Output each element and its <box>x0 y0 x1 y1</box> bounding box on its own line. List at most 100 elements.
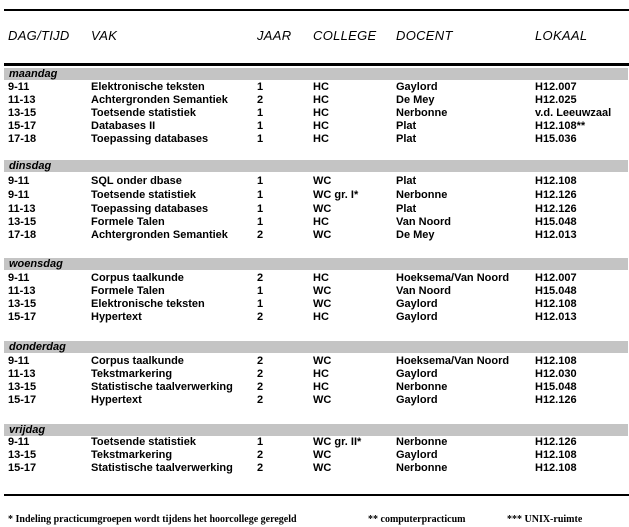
cell-course: Toepassing databases <box>91 203 209 215</box>
cell-year: 2 <box>257 311 264 323</box>
cell-course: Statistische taalverwerking <box>91 462 233 474</box>
cell-time: 9-11 <box>8 81 30 93</box>
cell-year: 1 <box>257 175 264 187</box>
cell-time: 11-13 <box>8 285 36 297</box>
cell-lecturer: Nerbonne <box>396 381 448 393</box>
cell-room: H12.108 <box>535 355 577 367</box>
cell-year: 1 <box>257 203 264 215</box>
cell-course: Tekstmarkering <box>91 449 173 461</box>
cell-time: 17-18 <box>8 133 37 145</box>
cell-time: 13-15 <box>8 449 37 461</box>
cell-room: H12.007 <box>535 81 577 93</box>
cell-course: Formele Talen <box>91 216 165 228</box>
day-label: dinsdag <box>9 160 52 172</box>
cell-college: WC <box>313 449 332 461</box>
day-label: donderdag <box>9 341 66 353</box>
cell-year: 1 <box>257 216 264 228</box>
cell-time: 15-17 <box>8 394 37 406</box>
cell-room: H12.126 <box>535 203 577 215</box>
cell-lecturer: Plat <box>396 175 417 187</box>
cell-room: H12.108** <box>535 120 586 132</box>
header-vak: VAK <box>91 28 118 43</box>
table-row: 13-15 Formele Talen 1 HC Van Noord H15.0… <box>0 216 629 229</box>
cell-college: WC gr. II* <box>313 436 362 448</box>
cell-year: 2 <box>257 94 264 106</box>
cell-lecturer: De Mey <box>396 94 435 106</box>
table-row: 15-17 Statistische taalverwerking 2 WC N… <box>0 462 629 475</box>
cell-college: WC <box>313 394 332 406</box>
day-label: maandag <box>9 68 58 80</box>
table-row: 17-18 Toepassing databases 1 HC Plat H15… <box>0 133 629 146</box>
cell-year: 1 <box>257 285 264 297</box>
cell-room: H12.025 <box>535 94 577 106</box>
cell-room: H12.013 <box>535 311 577 323</box>
cell-college: HC <box>313 216 329 228</box>
cell-college: HC <box>313 94 329 106</box>
table-row: 13-15 Statistische taalverwerking 2 HC N… <box>0 381 629 394</box>
cell-college: WC <box>313 285 332 297</box>
table-row: 13-15 Elektronische teksten 1 WC Gaylord… <box>0 298 629 311</box>
cell-course: Hypertext <box>91 311 142 323</box>
cell-course: Tekstmarkering <box>91 368 173 380</box>
table-row: 13-15 Toetsende statistiek 1 HC Nerbonne… <box>0 107 629 120</box>
cell-room: H12.108 <box>535 298 577 310</box>
header-docent: DOCENT <box>396 28 453 43</box>
cell-room: H12.007 <box>535 272 577 284</box>
cell-college: HC <box>313 107 329 119</box>
cell-course: Achtergronden Semantiek <box>91 94 228 106</box>
cell-room: H12.108 <box>535 175 577 187</box>
cell-course: Corpus taalkunde <box>91 355 184 367</box>
cell-course: Achtergronden Semantiek <box>91 229 228 241</box>
table-row: 17-18 Achtergronden Semantiek 2 WC De Me… <box>0 229 629 242</box>
cell-room: H15.048 <box>535 381 577 393</box>
cell-year: 1 <box>257 436 264 448</box>
cell-room: H12.126 <box>535 436 577 448</box>
cell-time: 9-11 <box>8 436 30 448</box>
cell-lecturer: Nerbonne <box>396 107 448 119</box>
cell-lecturer: Van Noord <box>396 285 452 297</box>
table-row: 9-11 Toetsende statistiek 1 WC gr. II* N… <box>0 436 629 449</box>
cell-college: WC <box>313 355 332 367</box>
cell-room: H12.126 <box>535 189 577 201</box>
table-row: 9-11 Toetsende statistiek 1 WC gr. I* Ne… <box>0 189 629 202</box>
cell-time: 11-13 <box>8 203 36 215</box>
cell-college: HC <box>313 272 329 284</box>
cell-lecturer: Nerbonne <box>396 189 448 201</box>
cell-college: WC gr. I* <box>313 189 359 201</box>
cell-lecturer: Gaylord <box>396 298 438 310</box>
cell-room: H12.126 <box>535 394 577 406</box>
cell-year: 2 <box>257 272 264 284</box>
cell-year: 2 <box>257 355 264 367</box>
footnote-computer-practicum: ** computerpracticum <box>368 514 466 525</box>
cell-time: 9-11 <box>8 189 30 201</box>
cell-lecturer: Plat <box>396 203 417 215</box>
cell-course: Toetsende statistiek <box>91 436 196 448</box>
table-row: 13-15 Tekstmarkering 2 WC Gaylord H12.10… <box>0 449 629 462</box>
cell-time: 11-13 <box>8 368 36 380</box>
cell-course: Statistische taalverwerking <box>91 381 233 393</box>
header-lokaal: LOKAAL <box>535 28 588 43</box>
cell-room: H12.108 <box>535 462 577 474</box>
cell-time: 11-13 <box>8 94 36 106</box>
day-header-donderdag: donderdag <box>4 341 628 353</box>
cell-course: Elektronische teksten <box>91 298 205 310</box>
cell-time: 13-15 <box>8 216 37 228</box>
cell-year: 2 <box>257 381 264 393</box>
day-label: woensdag <box>9 258 63 270</box>
cell-lecturer: Hoeksema/Van Noord <box>396 272 510 284</box>
cell-college: WC <box>313 203 332 215</box>
cell-lecturer: Plat <box>396 120 417 132</box>
cell-college: WC <box>313 229 332 241</box>
top-border <box>4 9 629 11</box>
cell-time: 9-11 <box>8 355 30 367</box>
cell-year: 2 <box>257 229 264 241</box>
table-row: 15-17 Hypertext 2 WC Gaylord H12.126 <box>0 394 629 407</box>
day-label: vrijdag <box>9 424 46 436</box>
cell-year: 1 <box>257 298 264 310</box>
header-dag-tijd: DAG/TIJD <box>8 28 70 43</box>
cell-lecturer: De Mey <box>396 229 435 241</box>
cell-year: 2 <box>257 394 264 406</box>
day-header-dinsdag: dinsdag <box>4 160 628 172</box>
footnote-unix-room: *** UNIX-ruimte <box>507 514 583 525</box>
